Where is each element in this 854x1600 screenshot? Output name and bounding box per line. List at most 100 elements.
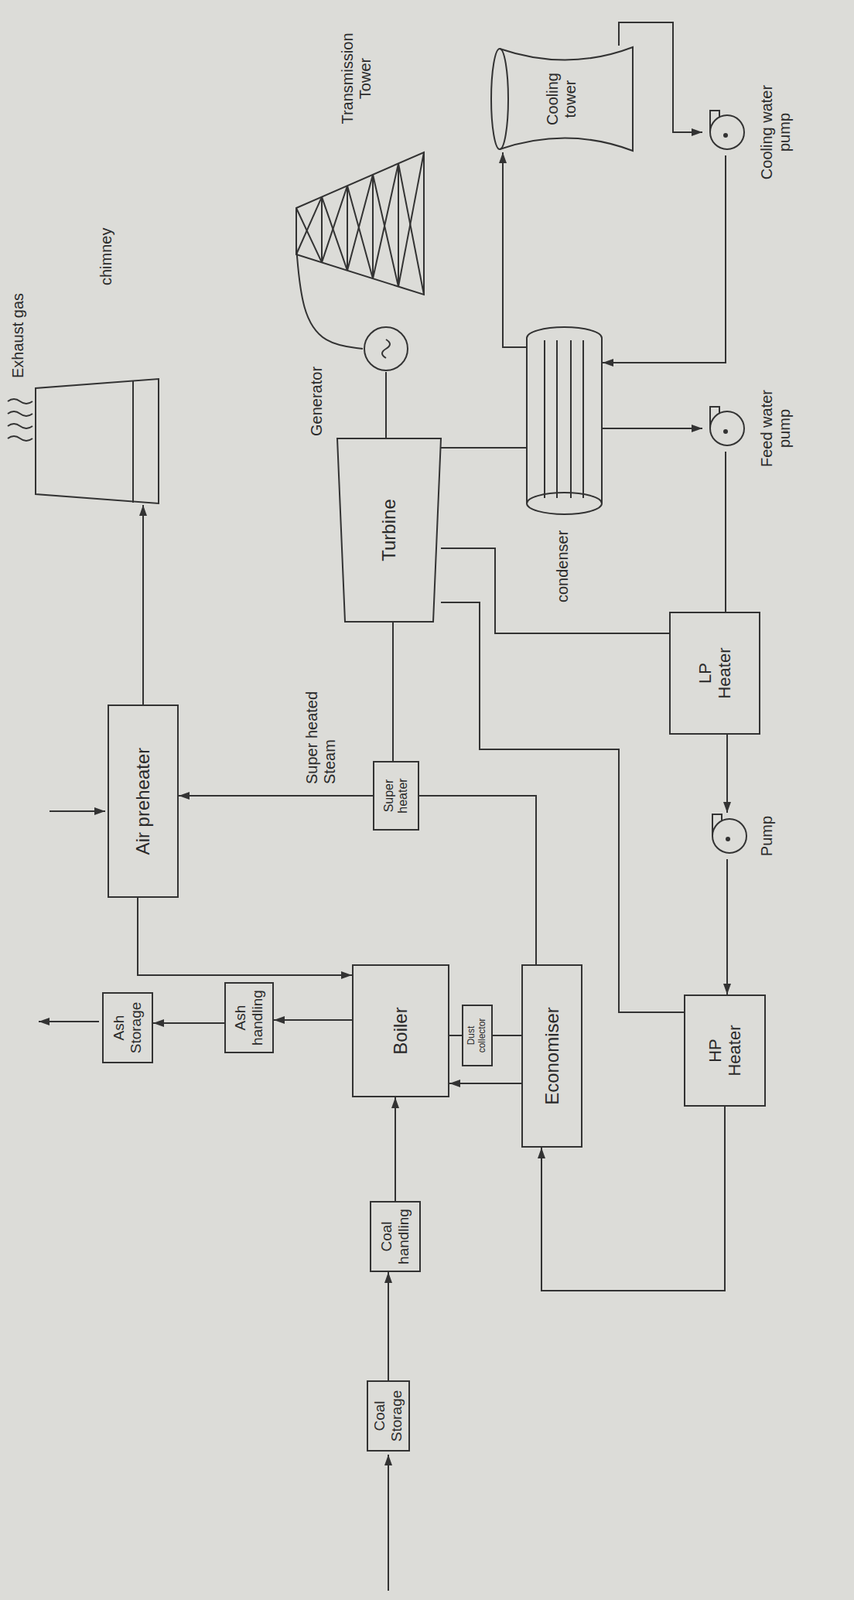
node-label: Coal handling [378, 1207, 413, 1267]
node-label: Air preheater [132, 748, 154, 856]
node-label: Ash handling [232, 988, 267, 1048]
flow-connector [440, 447, 527, 449]
pump-symbol-drawing [704, 813, 752, 860]
flow-connector [142, 505, 144, 705]
condenser-tube [543, 340, 546, 499]
condenser-cylinder: condenser [526, 326, 603, 516]
condenser-end [526, 327, 602, 339]
tower-brace [398, 163, 424, 295]
boiler-box: Boiler [351, 964, 450, 1098]
shape-strokes [710, 406, 745, 446]
pump-eye [725, 836, 731, 842]
pump-symbol-drawing [702, 109, 749, 156]
flow-connector [440, 602, 684, 1013]
pump-eye [723, 133, 728, 138]
node-label: Coal Storage [371, 1386, 406, 1446]
pump-casing [712, 819, 747, 854]
storage-box: Ash Storage [102, 992, 154, 1064]
shape-strokes [491, 47, 633, 151]
tower-brace [321, 197, 348, 271]
node-label: Feed water pump [758, 382, 794, 475]
exhaust-wave [7, 399, 33, 404]
pump-casing [710, 115, 745, 150]
shape-strokes [712, 814, 747, 854]
cooling-tower: Cooling tower [490, 45, 633, 153]
flow-connector [392, 621, 394, 762]
tower-bar [372, 174, 374, 279]
tower-brace [347, 185, 373, 279]
node-label: Cooling tower [543, 63, 580, 135]
pump-casing [710, 411, 745, 446]
pump-symbol-drawing [702, 405, 749, 452]
node-label: Boiler [389, 1007, 412, 1055]
generator-symbol-drawing [362, 325, 410, 373]
flow-connector [273, 1019, 352, 1022]
flow-connector [449, 1035, 462, 1037]
node-label: condenser [553, 530, 572, 603]
node-label: Generator [307, 366, 326, 437]
tower-bar [423, 152, 425, 295]
condenser-end [526, 492, 602, 515]
tower-brace [296, 208, 322, 263]
tower-outline [296, 152, 424, 295]
tower-brace [296, 197, 322, 255]
coal-inlet-arrow [387, 1455, 390, 1592]
air-inlet-arrow [49, 810, 106, 813]
ash-outlet-arrow [38, 1021, 100, 1023]
handling-box: Coal handling [369, 1201, 421, 1273]
tower-brace [372, 174, 399, 287]
heater-box: HP Heater [683, 994, 766, 1107]
exhaust-wave [7, 423, 33, 429]
flow-connector [541, 1106, 725, 1292]
pump-symbol: Feed water pump [702, 405, 749, 452]
tower-bar [321, 197, 323, 264]
tower-rim [491, 48, 509, 150]
node-label: Dust collector [466, 1011, 489, 1061]
flow-connector [419, 795, 537, 965]
node-label: HP Heater [705, 1020, 745, 1083]
chimney-shape-drawing [35, 377, 159, 506]
flow-connector [394, 1097, 397, 1202]
super-heater-box: Super heater [372, 761, 420, 831]
condenser-tube [582, 340, 585, 499]
turbine-outline [337, 438, 441, 622]
economiser-box: Economiser [521, 964, 583, 1148]
pump-outlet [710, 406, 720, 429]
pump-symbol: Cooling water pump [702, 109, 749, 156]
tower-bar [397, 163, 400, 287]
node-label: Transmission Tower [338, 26, 375, 131]
handling-box: Ash handling [224, 982, 274, 1054]
flow-connector [502, 152, 527, 348]
tower-brace [321, 185, 348, 263]
chimney-band [132, 380, 134, 503]
ac-sine [382, 339, 390, 359]
flow-connector [137, 898, 352, 976]
flow-connector [602, 427, 703, 430]
condenser-tube [570, 340, 572, 499]
exhaust-waves [7, 399, 33, 441]
tower-brace [347, 174, 373, 271]
chimney-shape: chimney [35, 377, 159, 506]
flow-connector [726, 734, 728, 814]
pump-eye [723, 429, 728, 434]
shape-strokes [35, 379, 159, 504]
tower-bar [346, 185, 349, 271]
node-label: Economiser [541, 1007, 564, 1106]
flow-connector [385, 372, 387, 439]
flow-connector [296, 246, 363, 349]
storage-box: Coal Storage [366, 1380, 410, 1452]
flow-connector [178, 795, 373, 797]
node-label: LP Heater [695, 642, 735, 705]
dust-collector-box: Dust collector [461, 1004, 493, 1067]
flow-connector [387, 1272, 390, 1381]
pump-outlet [712, 814, 722, 837]
transmission-tower: Transmission Tower [296, 146, 424, 301]
exhaust-wave [7, 411, 33, 417]
chimney-outline [35, 379, 159, 504]
flow-connector [602, 155, 726, 363]
shape-strokes [296, 152, 424, 295]
tower-shell [499, 47, 633, 151]
shape-strokes [337, 438, 441, 622]
condenser-cylinder-drawing [526, 326, 603, 516]
